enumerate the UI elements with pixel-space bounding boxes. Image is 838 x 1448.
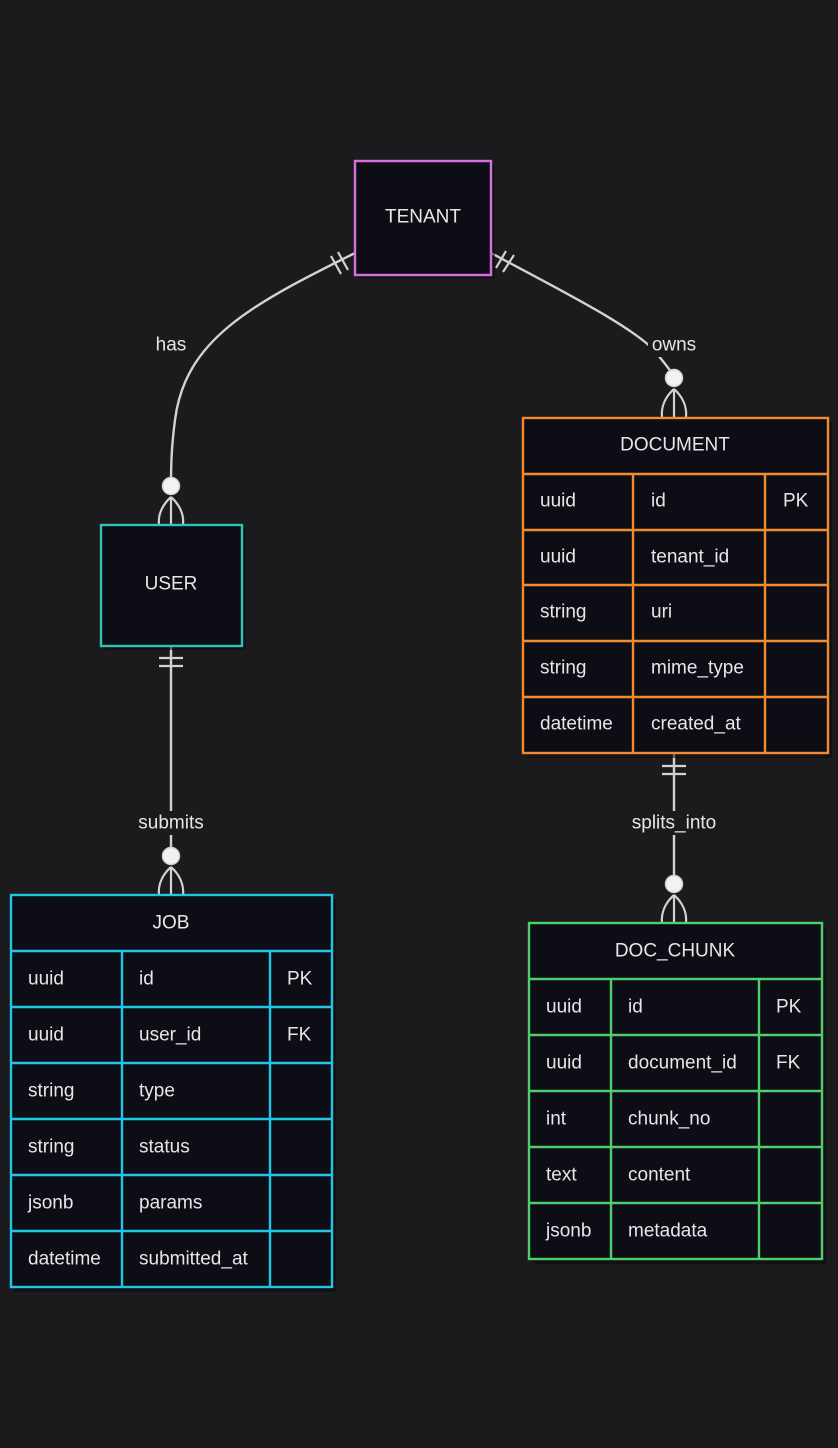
column-type: string (540, 658, 586, 679)
table-row: uuid tenant_id (540, 547, 729, 568)
column-name: tenant_id (651, 547, 729, 568)
entity-doc-chunk[interactable]: DOC_CHUNK uuid id PK uuid document_id FK… (527, 921, 826, 1264)
table-row: datetime created_at (540, 714, 742, 735)
table-row: string uri (540, 602, 672, 623)
table-row: string status (28, 1137, 190, 1158)
table-row: int chunk_no (546, 1109, 710, 1130)
table-row: uuid document_id FK (546, 1053, 801, 1074)
entity-title: USER (145, 574, 198, 595)
column-type: uuid (28, 1025, 64, 1046)
column-name: mime_type (651, 658, 744, 679)
column-key: FK (776, 1053, 801, 1074)
table-row: uuid id PK (546, 997, 802, 1018)
table-grid (11, 949, 332, 1287)
column-name: id (139, 969, 154, 990)
label-has: has (156, 335, 187, 356)
column-type: string (28, 1081, 74, 1102)
table-grid (529, 977, 822, 1259)
entity-document[interactable]: DOCUMENT uuid id PK uuid tenant_id strin… (521, 416, 832, 758)
column-name: document_id (628, 1053, 737, 1074)
table-row: string type (28, 1081, 175, 1102)
many-marker-user (157, 476, 185, 525)
column-type: jsonb (545, 1221, 591, 1242)
entity-title: TENANT (385, 207, 461, 228)
entity-tenant[interactable]: TENANT (353, 159, 495, 279)
edge-tenant-document (490, 251, 676, 379)
column-key: PK (776, 997, 802, 1018)
column-name: content (628, 1165, 691, 1186)
column-name: params (139, 1193, 202, 1214)
column-type: uuid (546, 997, 582, 1018)
table-row: uuid user_id FK (28, 1025, 312, 1046)
column-name: uri (651, 602, 672, 623)
one-marker-document (662, 764, 686, 776)
column-name: chunk_no (628, 1109, 710, 1130)
table-row: text content (546, 1165, 691, 1186)
column-type: int (546, 1109, 567, 1130)
column-type: jsonb (27, 1193, 73, 1214)
table-row: jsonb metadata (545, 1221, 708, 1242)
column-type: datetime (540, 714, 613, 735)
table-row: uuid id PK (540, 491, 809, 512)
column-key: PK (287, 969, 313, 990)
column-type: uuid (546, 1053, 582, 1074)
column-type: text (546, 1165, 577, 1186)
one-marker-user (159, 656, 183, 668)
column-type: string (540, 602, 586, 623)
entity-title: DOC_CHUNK (615, 941, 736, 962)
column-type: uuid (540, 491, 576, 512)
column-name: id (651, 491, 666, 512)
cardinality-markers (157, 250, 688, 924)
many-marker-doc-chunk (660, 874, 688, 924)
column-type: datetime (28, 1249, 101, 1270)
one-marker-tenant-owns (495, 250, 515, 273)
entity-job[interactable]: JOB uuid id PK uuid user_id FK string ty… (9, 893, 336, 1292)
many-marker-job (157, 846, 185, 896)
table-row: uuid id PK (28, 969, 313, 990)
column-key: PK (783, 491, 809, 512)
table-row: datetime submitted_at (28, 1249, 249, 1270)
column-name: status (139, 1137, 190, 1158)
column-name: id (628, 997, 643, 1018)
entity-title: DOCUMENT (620, 435, 730, 456)
relationship-labels: has owns submits splits_into (134, 333, 722, 835)
column-key: FK (287, 1025, 312, 1046)
column-name: metadata (628, 1221, 708, 1242)
edge-tenant-user (169, 251, 356, 488)
column-type: string (28, 1137, 74, 1158)
table-row: string mime_type (540, 658, 744, 679)
table-grid (523, 472, 828, 753)
column-name: submitted_at (139, 1249, 249, 1270)
label-submits: submits (138, 813, 203, 834)
column-name: created_at (651, 714, 742, 735)
label-owns: owns (652, 335, 696, 356)
many-marker-document (660, 368, 688, 418)
column-type: uuid (28, 969, 64, 990)
entity-title: JOB (153, 913, 190, 934)
column-name: user_id (139, 1025, 201, 1046)
table-row: jsonb params (27, 1193, 202, 1214)
column-name: type (139, 1081, 175, 1102)
entity-user[interactable]: USER (99, 523, 246, 650)
column-type: uuid (540, 547, 576, 568)
label-splits-into: splits_into (632, 813, 717, 834)
one-marker-tenant-has (330, 251, 349, 275)
